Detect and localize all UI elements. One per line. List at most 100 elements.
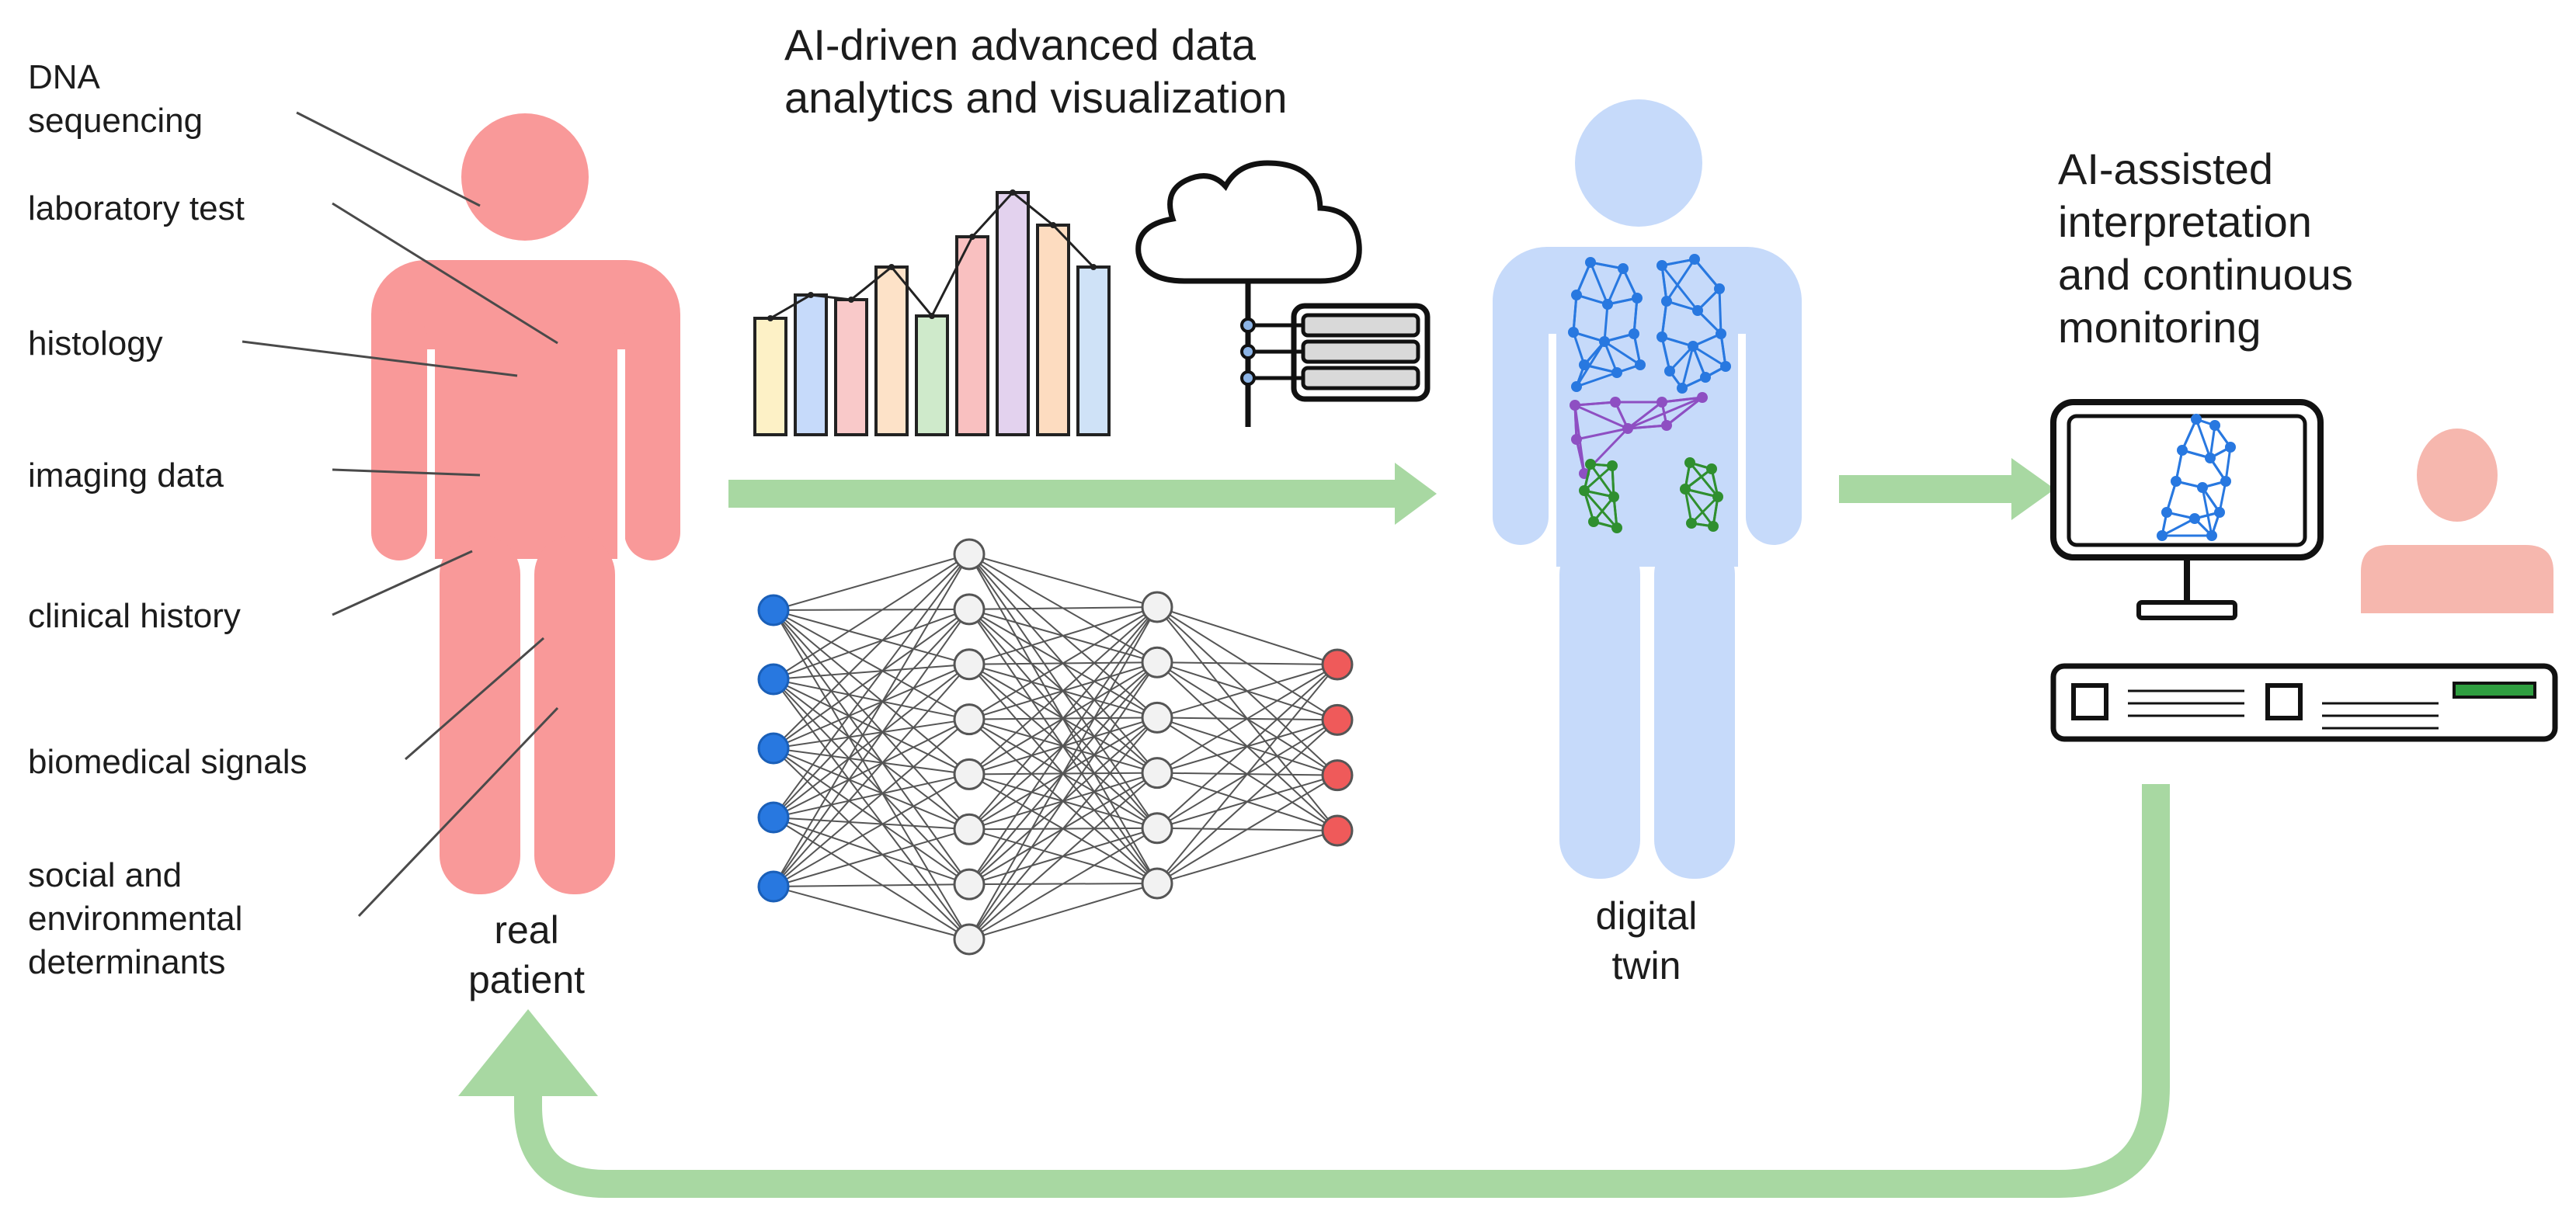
right-lung-graph-edge xyxy=(1692,345,1726,368)
twin-right-arm xyxy=(1746,303,1802,545)
monitor-lung-node xyxy=(2197,482,2208,493)
input-dna-sequencing: DNA sequencing xyxy=(28,58,203,140)
nn-edge xyxy=(773,678,970,776)
right-lung-graph-edge xyxy=(1696,309,1723,335)
input-node xyxy=(757,732,790,765)
analytics-title: AI-driven advanced data analytics and vi… xyxy=(784,20,1288,122)
right-kidney-graph-edge xyxy=(1684,488,1719,498)
monitoring-title: AI-assisted interpretation and continuou… xyxy=(2058,144,2353,352)
left-lung-graph-node xyxy=(1585,257,1596,268)
left-kidney-graph-node xyxy=(1585,459,1596,470)
twin-organ-graphs xyxy=(1568,254,1731,533)
right-kidney-graph-node xyxy=(1686,518,1697,529)
arrow-patient-to-twin-shaft xyxy=(728,480,1404,508)
liver-graph-node xyxy=(1622,423,1633,434)
hidden-node xyxy=(953,923,986,956)
right-lung-graph-edge xyxy=(1719,333,1727,367)
nn-edge xyxy=(1156,664,1338,884)
input-node xyxy=(757,801,790,834)
monitor-lung xyxy=(2157,414,2236,541)
right-lung-graph-node xyxy=(1688,341,1698,352)
input-node xyxy=(757,594,790,626)
left-lung-graph-node xyxy=(1602,299,1613,310)
right-lung-graph-node xyxy=(1692,305,1703,316)
monitor-lung-edge xyxy=(2224,446,2232,482)
nn-edge xyxy=(773,554,970,680)
right-kidney-graph-node xyxy=(1708,521,1719,532)
monitor-lung-node xyxy=(2191,414,2202,425)
left-lung-graph-edge xyxy=(1604,340,1641,366)
nn-edge xyxy=(773,663,970,680)
input-node xyxy=(757,870,790,903)
right-kidney-graph-edge xyxy=(1688,462,1719,498)
cloud-icon xyxy=(1135,160,1362,284)
right-lung-graph-edge xyxy=(1691,345,1707,378)
cloud-server-icon xyxy=(1135,160,1431,427)
trend-point-2 xyxy=(808,292,814,298)
nn-edge xyxy=(773,773,970,887)
arrow-twin-to-monitor-shaft xyxy=(1839,475,2019,503)
left-kidney-graph xyxy=(1579,459,1622,533)
nn-edge xyxy=(773,609,970,818)
monitor-lung-node xyxy=(2177,445,2188,456)
trend-point-9 xyxy=(1090,264,1097,270)
left-kidney-graph-node xyxy=(1579,485,1590,496)
nn-edge xyxy=(968,772,1158,940)
input-imaging-data: imaging data xyxy=(28,456,224,495)
right-lung-graph-edge xyxy=(1681,345,1695,389)
left-kidney-graph-edge xyxy=(1583,490,1618,529)
nn-edge xyxy=(968,554,1158,608)
nn-edge xyxy=(773,609,970,720)
left-lung-graph-edge xyxy=(1603,304,1609,342)
nn-edge xyxy=(1156,830,1338,884)
nn-edge xyxy=(1156,664,1338,719)
nn-edge xyxy=(773,748,970,885)
liver-graph xyxy=(1570,392,1708,479)
nn-edge xyxy=(773,817,970,831)
output-node xyxy=(1321,648,1354,681)
left-lung-graph-edge xyxy=(1589,262,1609,305)
nn-edge xyxy=(1156,774,1338,884)
liver-graph-edge xyxy=(1574,401,1616,407)
nn-edge xyxy=(968,606,1158,940)
bar-9 xyxy=(1076,265,1111,436)
right-kidney-graph-node xyxy=(1706,463,1717,474)
feedback-arrow-head xyxy=(458,1009,598,1096)
left-lung-graph-node xyxy=(1579,359,1590,370)
left-lung-graph-node xyxy=(1618,263,1629,274)
nn-edge xyxy=(773,718,970,749)
right-lung-graph-edge xyxy=(1660,265,1668,302)
nn-edge xyxy=(773,609,970,749)
twin-head xyxy=(1575,99,1702,227)
feedback-arrow xyxy=(514,784,2170,1198)
monitor-lung-edge xyxy=(2201,487,2213,536)
bar-8 xyxy=(1036,224,1070,436)
patient-body xyxy=(435,326,618,559)
digital-twin-figure xyxy=(1493,99,1802,879)
hidden-node xyxy=(1141,646,1173,678)
hidden-node xyxy=(953,593,986,626)
trend-point-1 xyxy=(767,315,773,321)
right-kidney-graph-edge xyxy=(1684,488,1693,524)
hidden-node xyxy=(1141,867,1173,900)
monitor-lung-node xyxy=(2225,442,2236,453)
input-histology: histology xyxy=(28,324,163,363)
bar-4 xyxy=(874,265,909,436)
left-lung-graph-edge xyxy=(1603,341,1618,373)
nn-edge xyxy=(773,554,970,887)
nn-edge xyxy=(773,554,970,611)
output-node xyxy=(1321,703,1354,736)
output-node xyxy=(1321,814,1354,847)
monitor-lung-node xyxy=(2209,420,2220,431)
input-social-environmental: social and environmental determinants xyxy=(28,856,243,981)
patient-left-leg xyxy=(440,536,520,894)
left-kidney-graph-edge xyxy=(1583,464,1613,492)
hidden-node xyxy=(1141,812,1173,845)
twin-body xyxy=(1556,311,1738,567)
liver-graph-edge xyxy=(1627,424,1667,430)
left-lung-graph xyxy=(1568,257,1646,392)
liver-graph-edge xyxy=(1661,396,1703,404)
right-lung-graph-node xyxy=(1677,383,1688,394)
right-lung-graph-node xyxy=(1656,260,1667,271)
left-kidney-graph-node xyxy=(1608,491,1619,502)
